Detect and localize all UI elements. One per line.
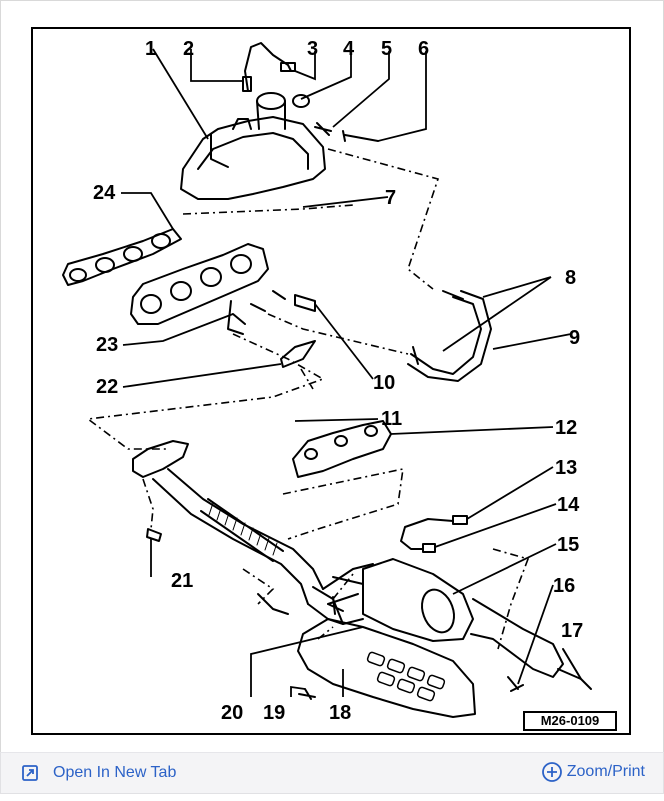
oxygen-sensor-lower xyxy=(400,518,454,550)
exhaust-diagram: 1 2 3 4 5 6 7 8 9 10 11 12 13 14 15 16 1… xyxy=(31,27,631,735)
lower-heat-shield xyxy=(297,618,476,718)
zoom-print-label: Zoom/Print xyxy=(566,763,645,780)
callout-5: 5 xyxy=(381,38,392,60)
callout-24: 24 xyxy=(93,182,116,204)
callout-21: 21 xyxy=(171,570,193,592)
callout-18: 18 xyxy=(329,702,351,724)
callout-12: 12 xyxy=(555,417,577,439)
diagram-code-label: M26-0109 xyxy=(523,711,617,731)
callout-6: 6 xyxy=(418,38,429,60)
callout-16: 16 xyxy=(553,575,575,597)
exhaust-manifold xyxy=(130,243,269,325)
zoom-print-link[interactable]: Zoom/Print xyxy=(541,759,645,785)
downpipe-flange xyxy=(132,440,189,478)
image-frame: 1 2 3 4 5 6 7 8 9 10 11 12 13 14 15 16 1… xyxy=(0,0,664,753)
callout-23: 23 xyxy=(96,334,118,356)
egr-pipe xyxy=(410,296,482,375)
callout-9: 9 xyxy=(569,327,580,349)
exhaust-system-drawing: 1 2 3 4 5 6 7 8 9 10 11 12 13 14 15 16 1… xyxy=(62,38,592,724)
callout-13: 13 xyxy=(555,457,577,479)
upper-heat-shield xyxy=(180,116,326,200)
callout-8: 8 xyxy=(565,267,576,289)
callout-11: 11 xyxy=(381,408,402,430)
callout-4: 4 xyxy=(343,38,355,60)
flex-pipe xyxy=(167,468,324,590)
catalytic-converter xyxy=(362,558,474,642)
callout-17: 17 xyxy=(561,620,583,642)
callout-3: 3 xyxy=(307,38,318,60)
callout-22: 22 xyxy=(96,376,118,398)
plus-circle-icon xyxy=(541,762,562,782)
callout-1: 1 xyxy=(145,38,156,60)
callout-19: 19 xyxy=(263,702,285,724)
callout-14: 14 xyxy=(557,494,580,516)
oxygen-sensor-upper xyxy=(244,42,292,92)
callout-15: 15 xyxy=(557,534,579,556)
image-footer-bar: Open In New Tab Zoom/Print xyxy=(0,752,664,794)
manifold-gasket xyxy=(62,228,182,286)
callout-2: 2 xyxy=(183,38,194,60)
callout-10: 10 xyxy=(373,372,395,394)
callout-20: 20 xyxy=(221,702,243,724)
open-external-icon xyxy=(22,765,38,781)
callout-7: 7 xyxy=(385,187,396,209)
open-in-new-tab-link[interactable]: Open In New Tab xyxy=(21,761,176,785)
open-in-new-tab-label: Open In New Tab xyxy=(53,764,177,781)
